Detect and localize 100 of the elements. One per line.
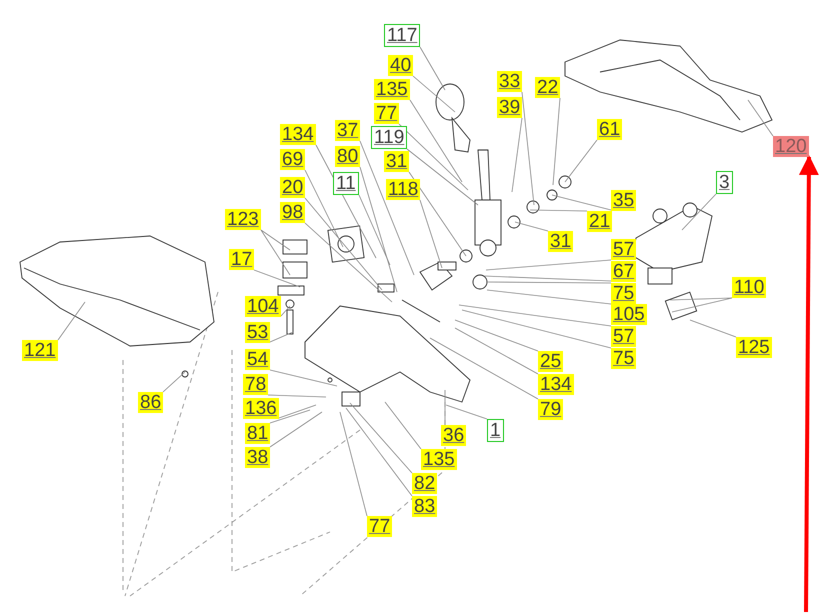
callout-number: 86 (138, 392, 164, 413)
leader-line (486, 260, 612, 270)
leader-line (454, 320, 538, 352)
callout-number: 54 (245, 349, 270, 370)
callout-number: 104 (245, 296, 281, 317)
leader-line (522, 92, 534, 206)
leader-line (412, 76, 456, 112)
leader-line (162, 372, 186, 392)
callout-number: 136 (243, 398, 279, 419)
leader-line (260, 230, 290, 276)
callout-number: 118 (386, 179, 420, 200)
callout-number: 53 (245, 322, 270, 343)
callout-number: 135 (374, 79, 410, 100)
leader-line (430, 338, 538, 400)
callout-number: 20 (280, 177, 306, 198)
arrow (798, 155, 819, 612)
callout-number: 36 (441, 425, 466, 446)
callout-number: 81 (245, 423, 270, 444)
callout-number: 25 (538, 351, 564, 372)
callout-number: 110 (732, 277, 766, 298)
leader-line (304, 222, 392, 302)
leader-line (748, 100, 774, 136)
leader-line (672, 298, 732, 312)
leader-line (408, 172, 466, 256)
callout-number: 121 (22, 340, 58, 361)
callout-number: 75 (611, 283, 636, 304)
callout-number: 31 (548, 231, 574, 252)
leader-line (486, 282, 612, 284)
leader-line (406, 148, 478, 206)
callout-number: 80 (335, 146, 360, 167)
leader-line (512, 118, 522, 192)
callout-number: 33 (497, 71, 522, 92)
leader-line (670, 298, 732, 300)
callout-number: 57 (611, 239, 636, 260)
callout-number: 77 (374, 103, 400, 124)
callout-number: 38 (245, 447, 270, 468)
callout-number: 98 (280, 202, 306, 223)
leader-line (358, 194, 390, 266)
leader-line (410, 100, 462, 182)
callout-number: 105 (611, 304, 647, 325)
leader-line (682, 194, 716, 230)
leader-line (398, 124, 468, 190)
leader-line (270, 332, 294, 342)
callout-number: 21 (587, 211, 612, 232)
leader-line (486, 290, 612, 304)
leader-line (346, 408, 412, 496)
callout-number: 134 (280, 124, 316, 145)
leader-line (462, 310, 612, 348)
leader-line (690, 320, 736, 338)
callout-number: 123 (225, 209, 261, 230)
callout-number: 31 (384, 151, 410, 172)
callout-number: 78 (243, 374, 268, 395)
leader-line (454, 328, 538, 374)
leader-line (270, 410, 310, 424)
callout-number: 40 (388, 55, 414, 76)
callout-number: 67 (611, 261, 636, 282)
leader-line (458, 304, 612, 326)
leader-line (552, 98, 560, 186)
leader-line (446, 404, 488, 420)
callout-number: 17 (229, 249, 254, 270)
callout-number: 135 (421, 449, 457, 470)
leader-line (564, 140, 598, 182)
leader-line (268, 394, 326, 398)
callout-number: 82 (412, 473, 438, 494)
leader-line (514, 222, 548, 232)
leader-line (340, 412, 368, 516)
leader-line (552, 194, 612, 210)
callout-number: 61 (597, 119, 622, 140)
leader-line (384, 402, 422, 450)
callout-number: 57 (611, 326, 636, 347)
callout-number: 79 (538, 399, 564, 420)
leader-line (530, 210, 588, 212)
callout-number: 35 (611, 190, 636, 211)
callout-number: 75 (611, 348, 636, 369)
leader-line (254, 270, 300, 288)
leader-line (420, 46, 446, 90)
leader-line (58, 302, 86, 340)
callout-number: 1 (487, 419, 504, 442)
leader-line (260, 230, 290, 250)
callout-number: 37 (335, 120, 360, 141)
leader-line (304, 198, 382, 290)
leader-line (444, 390, 446, 426)
callout-number: 77 (367, 516, 392, 537)
leader-line (270, 370, 338, 386)
leader-line (278, 404, 316, 418)
leader-line (280, 306, 290, 316)
callout-number: 69 (280, 149, 306, 170)
leader-line (304, 170, 344, 248)
leader-line (420, 200, 442, 268)
callout-number: 83 (412, 496, 438, 517)
callout-number: 11 (333, 172, 359, 195)
callout-number: 119 (371, 126, 408, 149)
callout-number: 125 (736, 337, 772, 358)
callout-number: 39 (497, 97, 522, 118)
callout-number: 117 (384, 24, 420, 47)
leader-line (270, 412, 322, 448)
leader-line (484, 276, 612, 282)
leader-line (350, 402, 412, 474)
callout-number: 3 (716, 171, 733, 194)
callout-number: 120 (773, 136, 809, 157)
